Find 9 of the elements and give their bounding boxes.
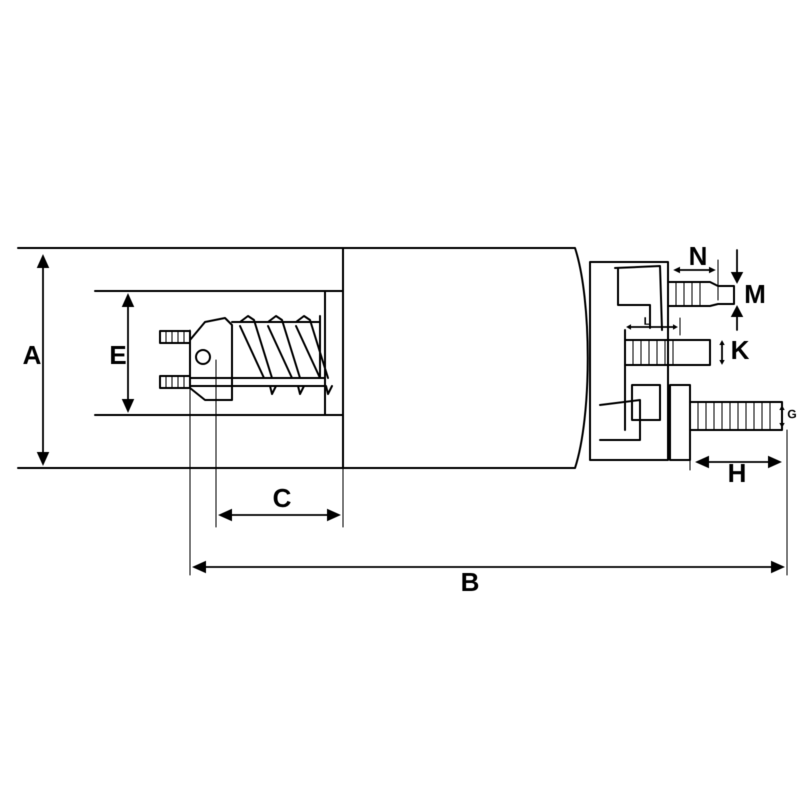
dimension-label: B — [462, 573, 478, 591]
dimension-label: E — [111, 346, 126, 364]
dimension-label: K — [732, 341, 750, 359]
dimension-label: M — [746, 285, 764, 303]
dimension-label: H — [729, 464, 745, 482]
dimension-label: C — [274, 488, 291, 508]
dimension-label: N — [690, 247, 706, 265]
dimension-label: A — [23, 346, 41, 364]
dimension-label: G — [788, 410, 796, 418]
